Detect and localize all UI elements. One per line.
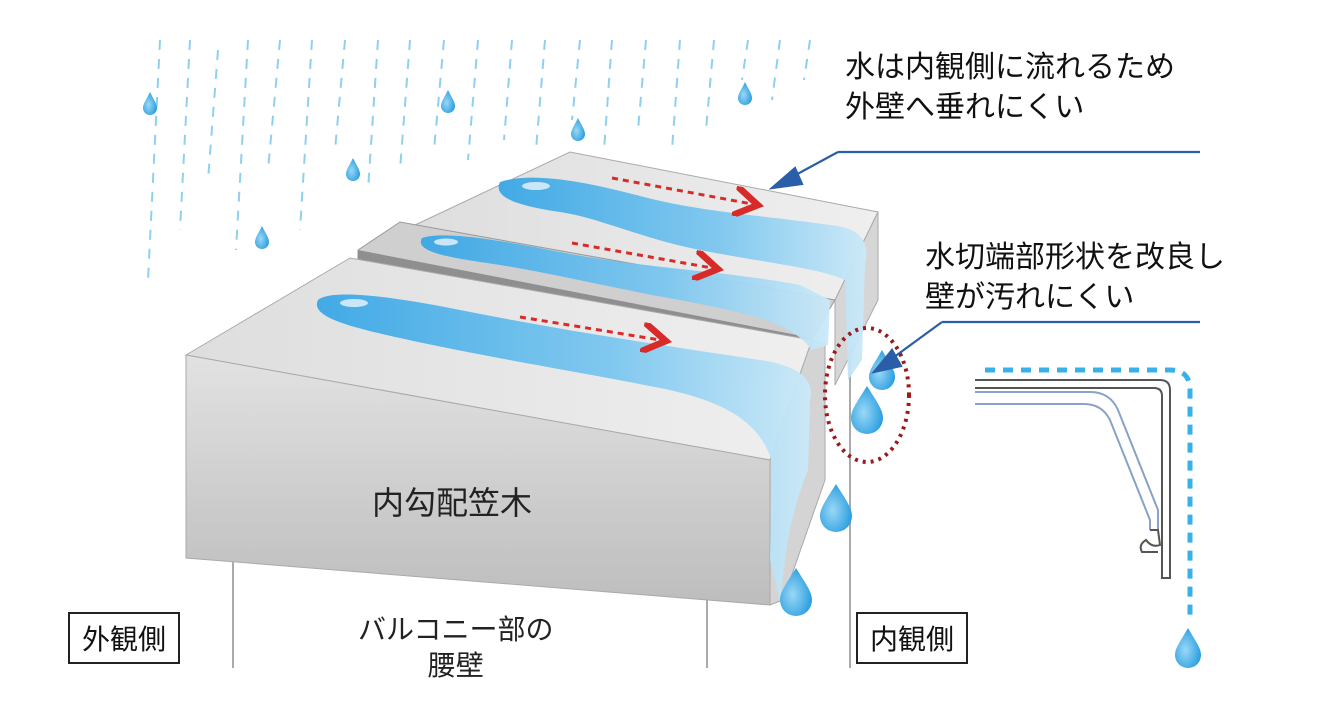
callout-lines (768, 150, 1200, 374)
product-label: 内勾配笠木 (372, 484, 533, 522)
water-drop-icon (571, 118, 585, 141)
interior-side-label: 内観側 (856, 612, 969, 664)
water-drop-icon (143, 92, 157, 115)
water-highlights (340, 182, 550, 307)
water-drop-icon (255, 226, 269, 249)
callout-middle: 水切端部形状を改良し 壁が汚れにくい (925, 238, 1225, 318)
callout-top: 水は内観側に流れるため 外壁へ垂れにくい (845, 48, 1175, 128)
water-drop-icon (738, 82, 752, 105)
exterior-side-label: 外観側 (68, 612, 181, 664)
water-drop-icon (441, 90, 455, 113)
water-flows (316, 177, 867, 600)
water-drop-icon (780, 568, 812, 616)
water-drop-icon (851, 386, 883, 434)
balcony-wall-line2: 腰壁 (427, 649, 484, 682)
dotted-circle-highlight-icon (823, 326, 911, 464)
callout-middle-line2: 壁が汚れにくい (925, 280, 1135, 315)
balcony-wall-line1: バルコニー部の (358, 613, 554, 646)
rain-streaks-icon (147, 39, 811, 281)
callout-top-line1: 水は内観側に流れるため (845, 50, 1175, 85)
callout-top-line2: 外壁へ垂れにくい (845, 90, 1085, 125)
drip-drops (780, 350, 1201, 668)
rain-drops (143, 82, 752, 249)
flow-direction-arrow-icon (519, 176, 752, 340)
callout-middle-line1: 水切端部形状を改良し (925, 240, 1225, 275)
profile-cross-section (975, 379, 1171, 579)
water-drop-icon (1175, 628, 1201, 668)
balcony-wall-label: バルコニー部の 腰壁 (358, 612, 553, 684)
water-drop-icon (346, 158, 360, 181)
profile-flow-path (985, 367, 1193, 620)
water-drop-icon (820, 484, 852, 532)
